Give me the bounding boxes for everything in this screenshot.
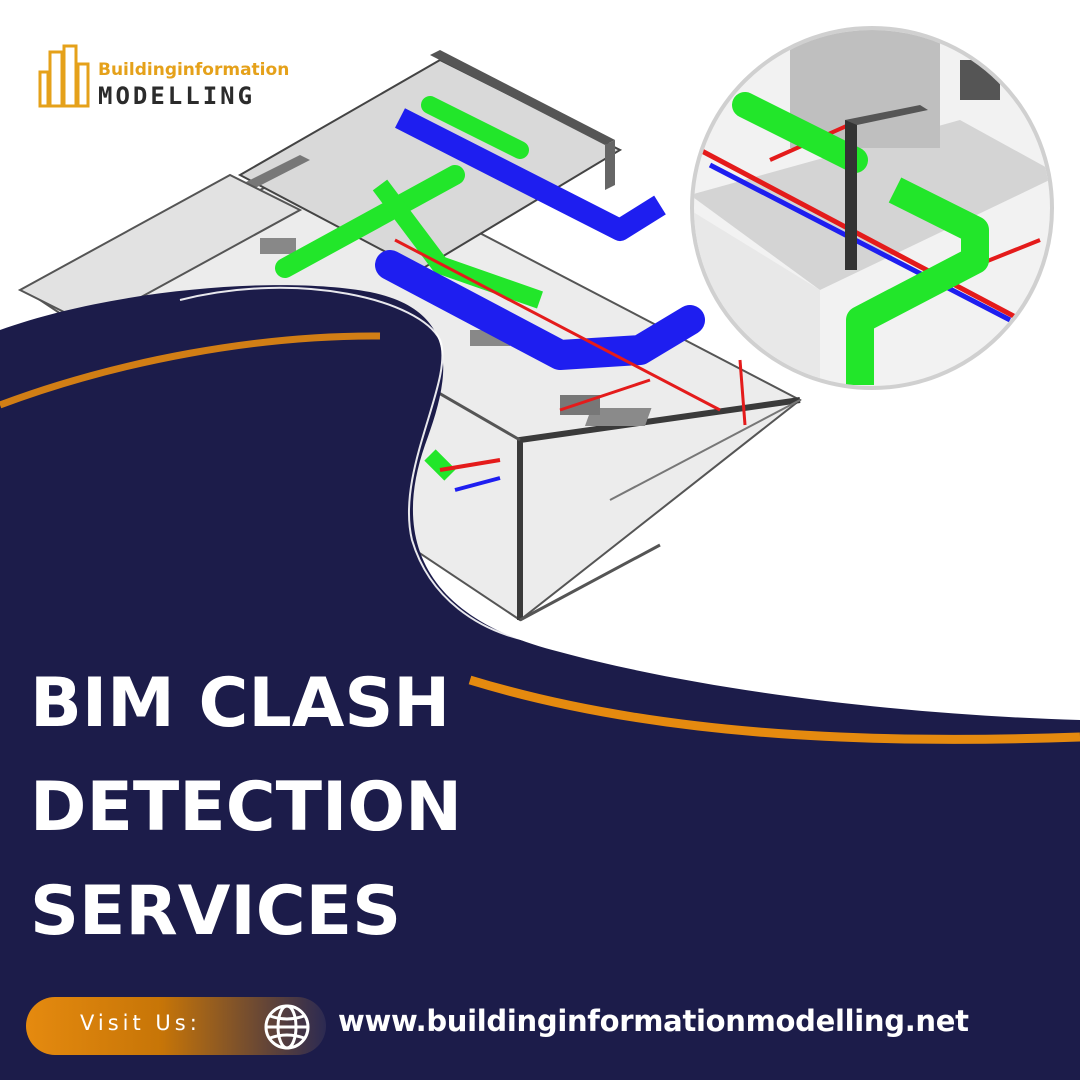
brand-logo: Buildinginformation MODELLING [36,44,306,110]
logo-wordmark-bottom: MODELLING [98,82,256,110]
clash-detail-magnifier [690,26,1054,390]
logo-wordmark-top: Buildinginformation [98,60,290,80]
website-link[interactable]: www.buildinginformationmodelling.net [338,1004,969,1038]
headline-line-3: SERVICES [30,872,402,951]
navy-overlay-shape [0,285,1080,1080]
headline-line-1: BIM CLASH [30,664,451,743]
building-logo-icon [38,44,90,108]
visit-us-label: Visit Us: [80,1011,201,1035]
headline-line-2: DETECTION [30,768,463,847]
globe-icon [264,1004,310,1050]
headline: BIM CLASH DETECTION SERVICES [30,652,550,964]
